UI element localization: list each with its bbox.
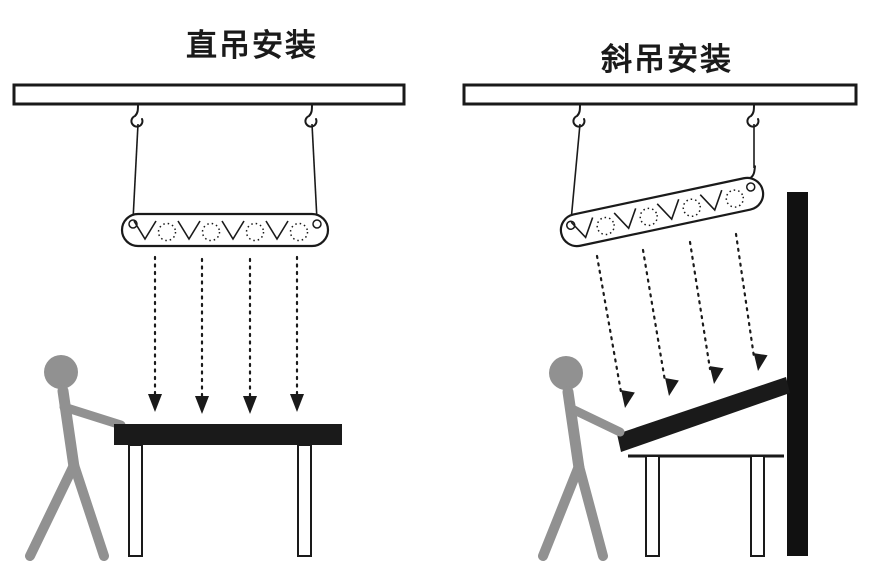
- table-top: [114, 424, 342, 445]
- panel-straight-hanging: 直吊安装: [12, 28, 406, 561]
- person-leg: [574, 461, 608, 561]
- arrowhead-icon: [753, 353, 768, 371]
- arrowhead-icon: [243, 396, 257, 414]
- suspension-wire: [311, 123, 318, 221]
- arrowhead-icon: [148, 394, 162, 412]
- arrowhead-icon: [621, 390, 635, 408]
- hook-icon: [304, 103, 318, 128]
- person-leg: [69, 460, 109, 561]
- light-ray-arrowheads: [148, 394, 304, 414]
- person-body: [562, 386, 585, 474]
- table-leg: [750, 455, 765, 557]
- work-table: [114, 424, 342, 557]
- panel-title-angled: 斜吊安装: [601, 42, 733, 77]
- light-ray-arrow: [734, 232, 756, 359]
- arrowhead-icon: [195, 396, 209, 414]
- hook-icon: [130, 103, 144, 128]
- arrowhead-icon: [665, 378, 679, 396]
- tilted-worktop: [617, 377, 790, 452]
- ceiling-beam: [12, 83, 406, 106]
- light-rays: [153, 255, 299, 400]
- light-rays: [595, 232, 756, 394]
- table-leg: [128, 444, 143, 557]
- ceiling-beam: [462, 83, 858, 106]
- person-arm: [565, 403, 625, 437]
- table-leg: [297, 444, 312, 557]
- suspension-wire: [570, 123, 581, 222]
- person-figure: [25, 355, 126, 561]
- arrowhead-icon: [290, 394, 304, 412]
- light-ray-arrowheads: [621, 353, 768, 408]
- person-head: [549, 356, 583, 390]
- hook-icon: [572, 103, 586, 128]
- person-leg: [538, 461, 584, 561]
- light-fixture: [120, 212, 330, 248]
- person-body: [57, 385, 80, 473]
- side-panel: [787, 192, 808, 556]
- light-ray-arrow: [595, 254, 623, 394]
- light-ray-arrow: [688, 240, 712, 371]
- arrowhead-icon: [709, 366, 724, 384]
- light-ray-arrow: [641, 248, 667, 383]
- suspension-wire: [132, 123, 139, 221]
- table-leg: [645, 455, 660, 557]
- hook-icon: [746, 103, 760, 128]
- light-fixture-tilted: [556, 173, 768, 251]
- tilted-work-table: [617, 377, 790, 557]
- person-figure: [538, 356, 625, 561]
- panel-angled-hanging: 斜吊安装: [462, 42, 858, 561]
- person-arm: [59, 402, 126, 430]
- person-leg: [25, 460, 79, 561]
- person-head: [44, 355, 78, 389]
- panel-title-straight: 直吊安装: [186, 28, 318, 63]
